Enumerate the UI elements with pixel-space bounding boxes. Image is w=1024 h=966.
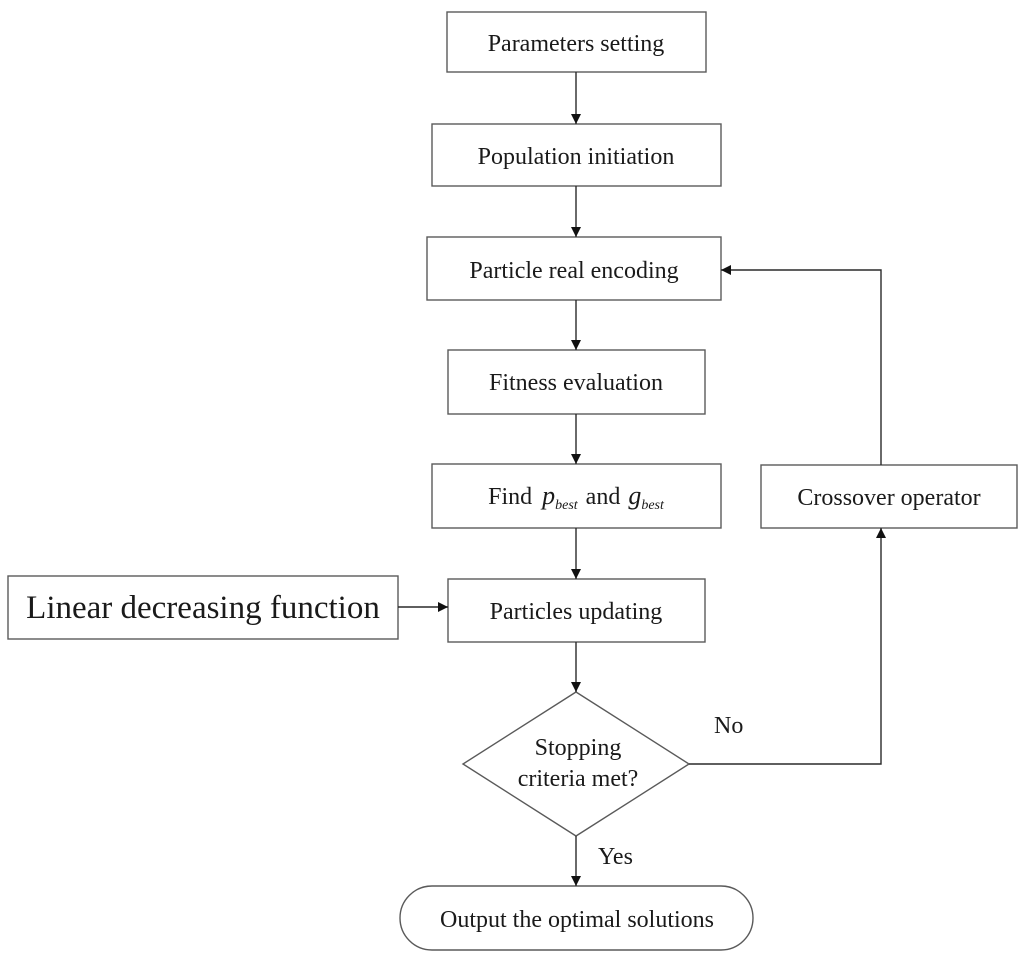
- node-crossover-operator: Crossover operator: [760, 464, 1018, 529]
- node-particles-updating-label: Particles updating: [490, 599, 663, 625]
- terminal-output-label: Output the optimal solutions: [440, 907, 714, 933]
- p-symbol: p: [540, 481, 555, 510]
- edge-crossover-to-encoding: [721, 265, 882, 465]
- decision-stopping-line1: Stopping: [535, 735, 622, 761]
- and-text: and: [586, 484, 621, 510]
- g-symbol: g: [628, 481, 641, 510]
- p-subscript: best: [555, 498, 579, 513]
- node-linear-decreasing-function-label: Linear decreasing function: [26, 590, 380, 626]
- terminal-output: Output the optimal solutions: [399, 885, 754, 951]
- g-subscript: best: [641, 498, 665, 513]
- node-population-initiation-label: Population initiation: [478, 144, 675, 170]
- node-parameters-setting-label: Parameters setting: [488, 31, 665, 57]
- edge-decision-to-crossover: [689, 528, 886, 765]
- node-particle-real-encoding: Particle real encoding: [426, 236, 722, 301]
- node-fitness-evaluation: Fitness evaluation: [447, 349, 706, 415]
- node-population-initiation: Population initiation: [431, 123, 722, 187]
- node-particles-updating: Particles updating: [447, 578, 706, 643]
- node-fitness-evaluation-label: Fitness evaluation: [489, 370, 663, 396]
- node-crossover-operator-label: Crossover operator: [797, 485, 980, 511]
- edge-label-yes: Yes: [598, 844, 633, 870]
- edge-label-no: No: [714, 713, 743, 739]
- node-particle-real-encoding-label: Particle real encoding: [469, 258, 678, 284]
- node-linear-decreasing-function: Linear decreasing function: [7, 575, 399, 640]
- find-text: Find: [488, 484, 532, 510]
- decision-stopping-line2: criteria met?: [518, 766, 639, 792]
- decision-stopping-criteria: Stopping criteria met?: [461, 691, 691, 837]
- node-parameters-setting: Parameters setting: [446, 11, 707, 73]
